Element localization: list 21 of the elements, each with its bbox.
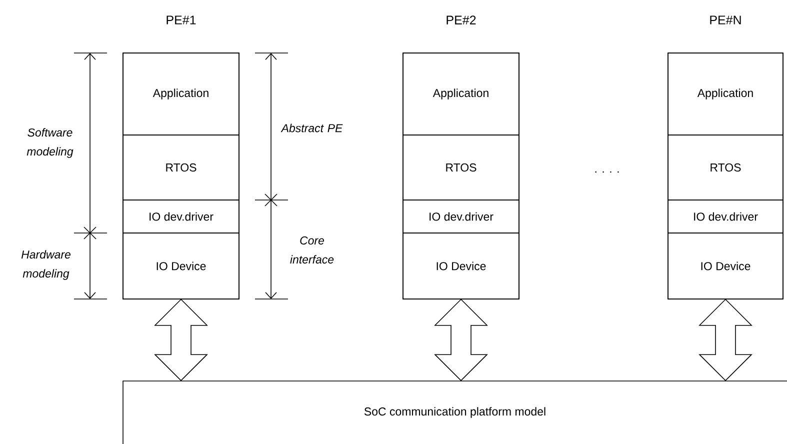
node-label: PE#1 [166,16,196,24]
layer-box: IO Device [122,232,240,300]
layer-box: Application [668,52,784,136]
node-label: PE#2 [446,16,476,24]
layer-box: IO dev.driver [402,200,520,234]
layer-box: IO dev.driver [668,200,784,234]
layer-box: RTOS [122,134,240,200]
side-label: Software modeling [26,128,74,158]
side-label: Core interface [290,236,334,264]
side-label: Abstract PE [280,124,343,132]
layer-box: Application [122,52,240,136]
layer-box: Application [402,52,520,136]
layer-box: IO Device [402,232,520,300]
platform-box: SoC communication platform model [122,380,787,444]
ellipsis: . . . . [595,171,619,173]
layer-box: IO dev.driver [122,200,240,234]
layer-box: IO Device [668,232,784,300]
node-label: PE#N [710,16,741,24]
layer-box: RTOS [668,134,784,200]
side-label: Hardware modeling [21,250,70,280]
layer-box: RTOS [402,134,520,200]
